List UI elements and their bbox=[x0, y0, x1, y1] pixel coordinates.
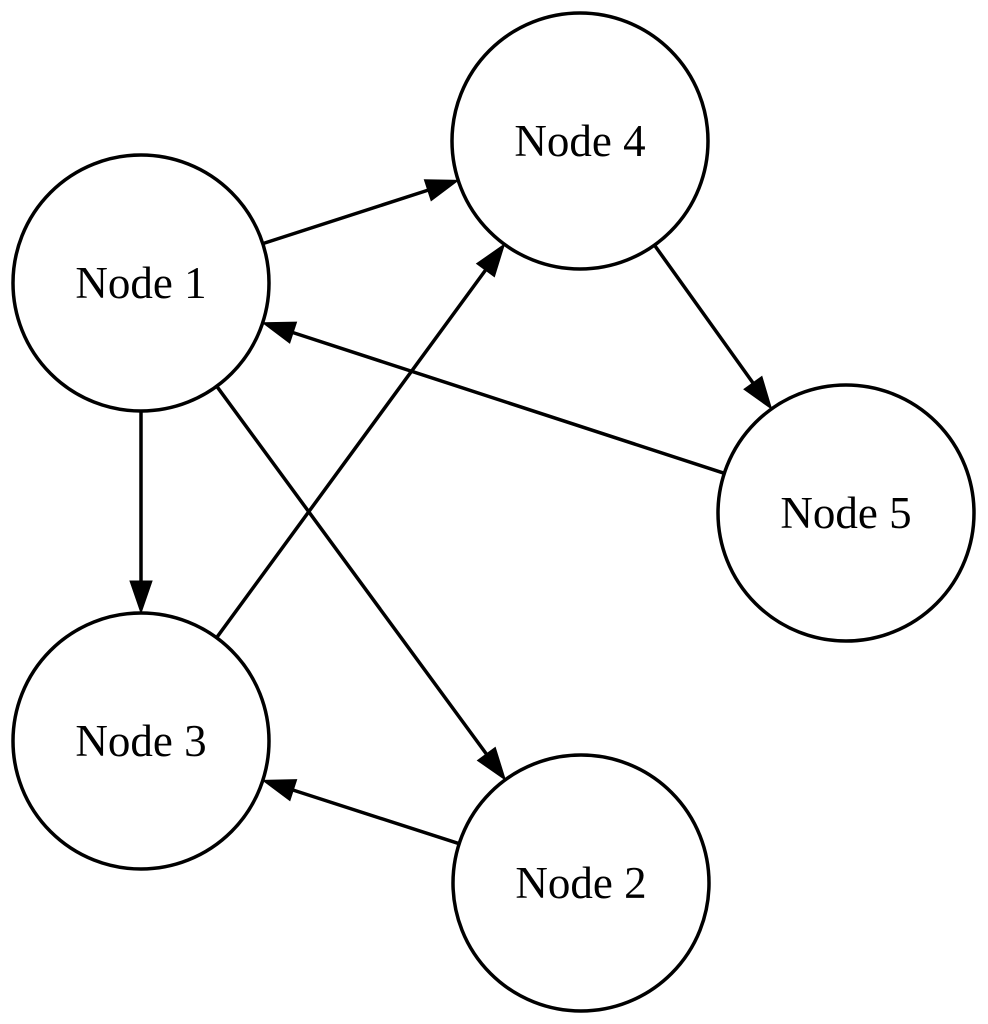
arrowhead-icon-node1-to-node2 bbox=[476, 746, 507, 782]
edge-line-node5-to-node1 bbox=[292, 330, 725, 475]
arrowhead-icon-node5-to-node1 bbox=[261, 321, 298, 344]
graph-node-node5: Node 5 bbox=[716, 383, 976, 643]
edge-line-node4-to-node5 bbox=[653, 244, 755, 384]
edge-line-node3-to-node4 bbox=[215, 269, 487, 639]
arrowhead-icon-node4-to-node5 bbox=[743, 375, 773, 411]
node-circle-node5 bbox=[716, 383, 976, 643]
node-label-node1: Node 1 bbox=[75, 258, 206, 308]
node-label-node3: Node 3 bbox=[75, 716, 206, 766]
arrowhead-icon-node2-to-node3 bbox=[261, 779, 298, 802]
graph-node-node2: Node 2 bbox=[451, 753, 711, 1013]
edge-line-node2-to-node3 bbox=[292, 788, 460, 846]
node-label-node2: Node 2 bbox=[515, 858, 646, 908]
arrowhead-icon-node1-to-node4 bbox=[423, 179, 460, 202]
arrowhead-icon-node1-to-node3 bbox=[129, 580, 153, 615]
node-circle-node3 bbox=[11, 611, 271, 871]
graph-node-node4: Node 4 bbox=[450, 11, 710, 271]
node-circle-node4 bbox=[450, 11, 710, 271]
node-label-node4: Node 4 bbox=[514, 116, 645, 166]
node-circle-node2 bbox=[451, 753, 711, 1013]
edge-line-node1-to-node4 bbox=[262, 188, 429, 246]
arrowhead-icon-node3-to-node4 bbox=[475, 243, 506, 278]
node-label-node5: Node 5 bbox=[780, 488, 911, 538]
graph-node-node1: Node 1 bbox=[11, 153, 271, 413]
edge-line-node1-to-node2 bbox=[215, 385, 488, 756]
graph-node-node3: Node 3 bbox=[11, 611, 271, 871]
node-circle-node1 bbox=[11, 153, 271, 413]
